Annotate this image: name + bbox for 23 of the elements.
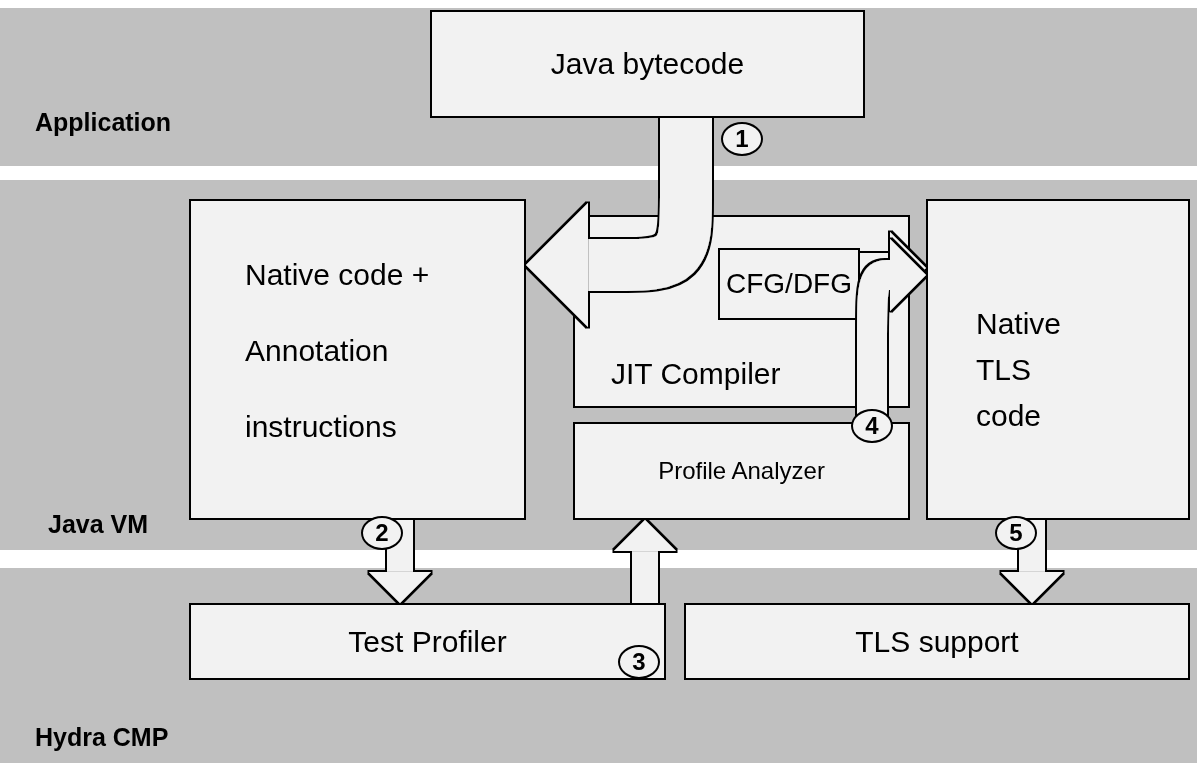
process-box xyxy=(189,603,666,680)
layer-band xyxy=(0,568,1197,763)
layer-band xyxy=(0,180,1197,550)
block-arrow xyxy=(613,520,677,603)
box-label: Test Profiler xyxy=(348,624,507,659)
box-label: JIT Compiler xyxy=(611,357,781,391)
process-box xyxy=(189,199,526,520)
layer-band xyxy=(0,8,1197,166)
block-arrow xyxy=(368,520,432,603)
box-label: Native code + Annotation instructions xyxy=(245,257,431,445)
block-arrow xyxy=(1000,520,1064,603)
layer-label: Hydra CMP xyxy=(35,723,169,752)
process-box xyxy=(718,248,860,320)
box-label: Native TLS code xyxy=(976,306,1063,434)
layer-label: Application xyxy=(35,108,172,137)
process-box xyxy=(684,603,1190,680)
box-label: Java bytecode xyxy=(550,47,745,81)
process-box xyxy=(430,10,865,118)
box-label: Profile Analyzer xyxy=(658,457,825,485)
layer-label: Java VM xyxy=(48,510,149,539)
box-label: CFG/DFG xyxy=(726,268,852,300)
box-label: TLS support xyxy=(855,624,1019,659)
process-box xyxy=(926,199,1190,520)
